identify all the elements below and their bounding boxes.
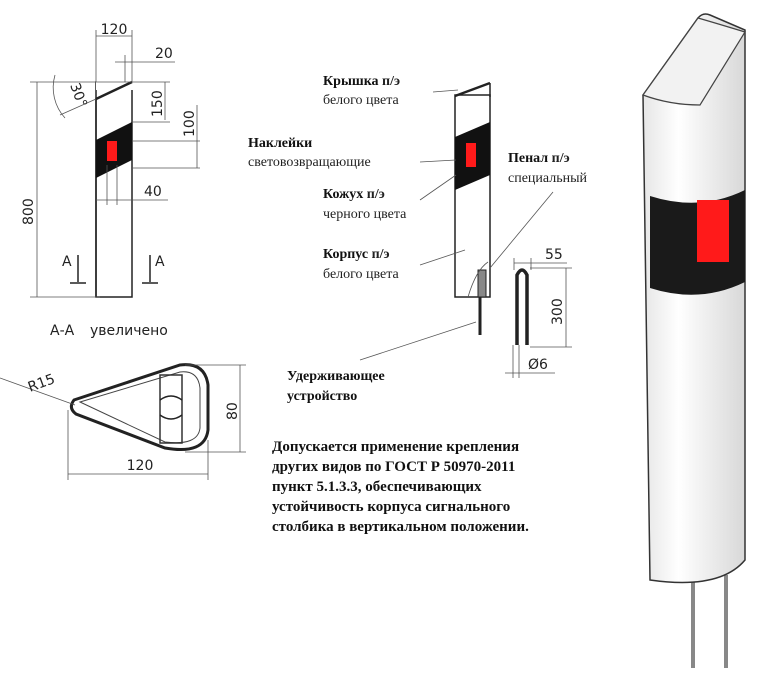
component-reflector (466, 143, 476, 167)
post-body (95, 81, 133, 298)
front-view: 120 20 30° 150 100 800 40 A A (21, 20, 200, 298)
section-subtitle: увеличено (90, 323, 168, 339)
dim-section-width: 120 (127, 458, 154, 474)
dim-reflector-width: 40 (144, 184, 162, 200)
label-cap: Крышка п/э (323, 74, 400, 89)
section-title: А-А (50, 323, 75, 339)
label-sleeve-desc: специальный (508, 171, 588, 186)
dim-band-height: 100 (182, 110, 198, 137)
label-body: Корпус п/э (323, 247, 390, 262)
label-retainer: Удерживающее (287, 369, 385, 384)
label-casing-desc: черного цвета (323, 207, 407, 222)
dim-retainer-height: 300 (550, 298, 566, 325)
note-line: столбика в вертикальном положении. (272, 519, 529, 535)
note-line: пункт 5.1.3.3, обеспечивающих (272, 479, 482, 495)
label-sleeve: Пенал п/э (508, 151, 570, 166)
reflector (107, 141, 117, 161)
dim-cap-height: 150 (150, 90, 166, 117)
dim-retainer-width: 55 (545, 247, 563, 263)
label-cap-desc: белого цвета (323, 93, 400, 108)
dim-cap-angle: 30° (66, 81, 90, 110)
dim-section-height: 80 (225, 402, 241, 420)
3d-post-render (642, 13, 746, 668)
section-marker-right: A (155, 254, 165, 270)
post-3d-body (642, 13, 746, 584)
installation-note: Допускается применение крепления других … (272, 439, 529, 535)
note-line: Допускается применение крепления (272, 439, 519, 455)
retainer-u-rod (515, 268, 529, 345)
post-3d-reflector (697, 200, 729, 262)
label-casing: Кожух п/э (323, 187, 385, 202)
dim-retainer-diameter: Ø6 (528, 357, 548, 373)
section-outline (69, 363, 210, 451)
dim-radius: R15 (26, 371, 57, 395)
label-stickers: Наклейки (248, 136, 312, 151)
dim-total-height: 800 (21, 198, 37, 225)
section-marker-left: A (62, 254, 72, 270)
note-line: устойчивость корпуса сигнального (272, 499, 510, 515)
dim-width: 120 (101, 22, 128, 38)
cap-edge (95, 80, 133, 101)
note-line: других видов по ГОСТ Р 50970-2011 (272, 459, 515, 475)
component-view: Крышка п/э белого цвета Наклейки светово… (248, 74, 588, 404)
retainer-view: 55 300 Ø6 (505, 247, 572, 378)
label-retainer-desc: устройство (287, 389, 357, 404)
label-body-desc: белого цвета (323, 267, 400, 282)
section-view: А-А увеличено R15 80 120 (0, 323, 246, 480)
dim-cap-offset: 20 (155, 46, 173, 62)
label-stickers-desc: световозвращающие (248, 155, 371, 170)
